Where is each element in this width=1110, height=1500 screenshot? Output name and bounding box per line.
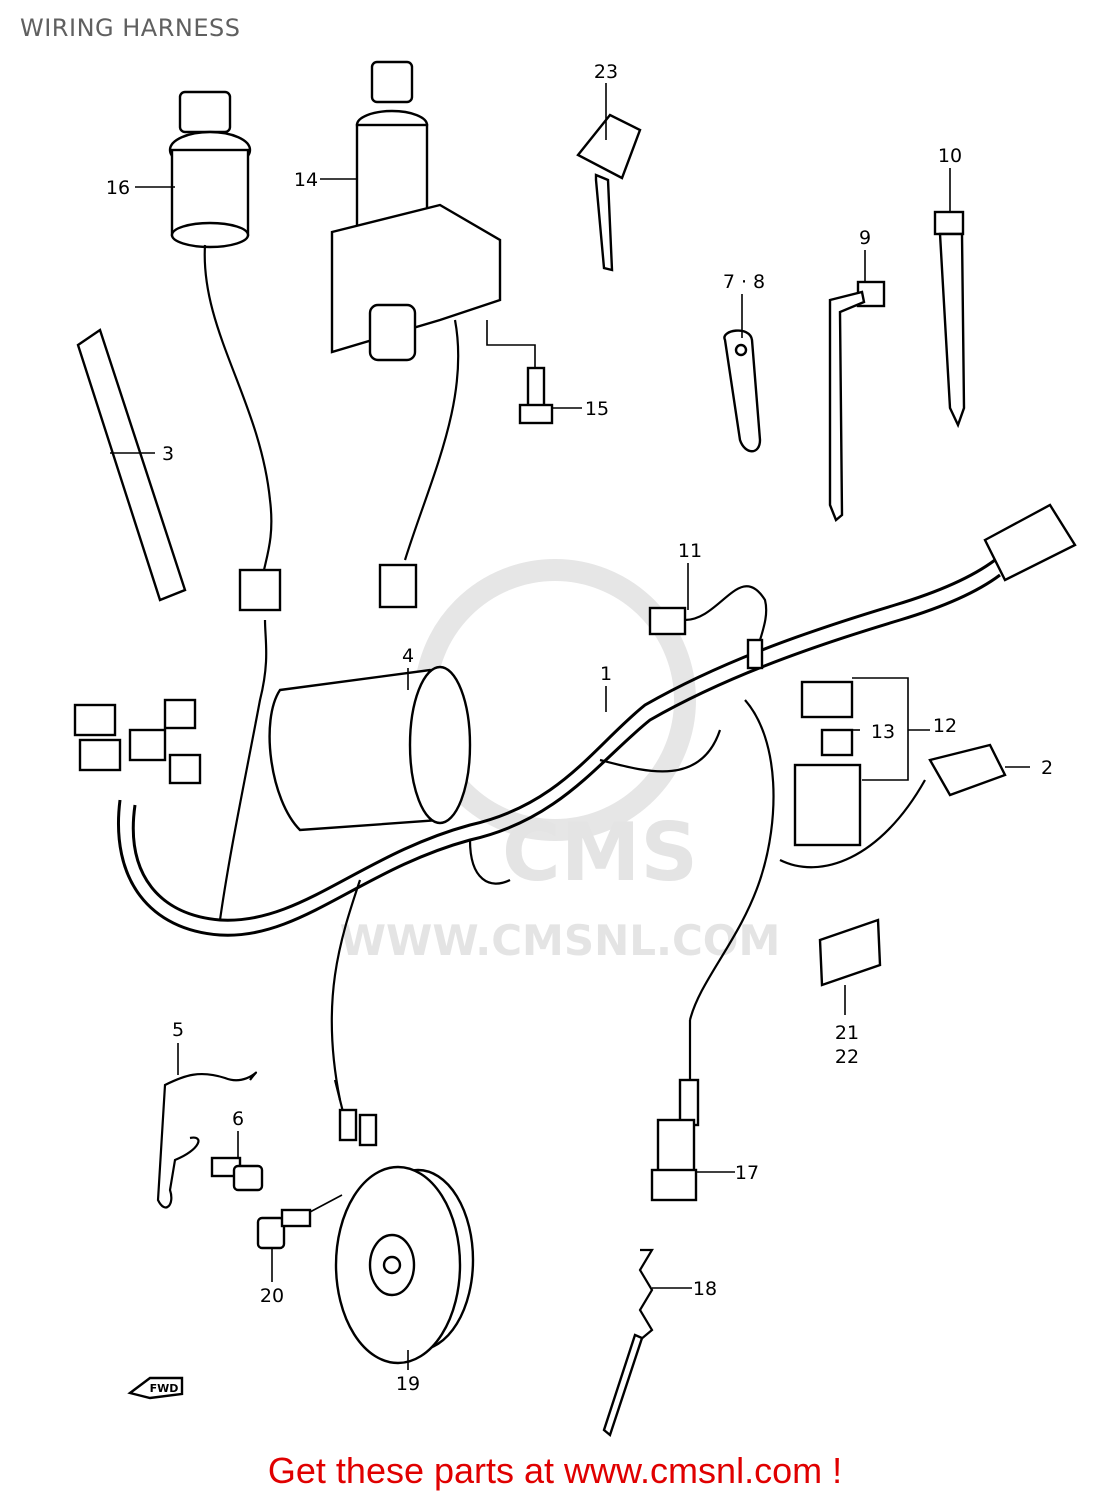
callout-22: 22: [835, 1046, 859, 1068]
callout-21: 21: [835, 1022, 859, 1044]
callout-23: 23: [594, 61, 618, 83]
callout-2: 2: [1041, 757, 1053, 779]
band-clamp: [723, 329, 762, 453]
relay-fuse-block: [793, 680, 862, 847]
steering-lock: [168, 90, 282, 612]
callout-5: 5: [172, 1019, 184, 1041]
callout-18: 18: [693, 1278, 717, 1300]
bolt-15: [518, 366, 554, 425]
callout-6: 6: [232, 1108, 244, 1130]
key: [576, 113, 642, 272]
leader-lines: [110, 83, 1030, 1370]
callout-19: 19: [396, 1373, 420, 1395]
label-plate: [818, 918, 882, 987]
callout-14: 14: [294, 169, 318, 191]
ignition-switch: [330, 60, 502, 609]
callout-17: 17: [735, 1162, 759, 1184]
cylinder-component: [268, 665, 472, 832]
callout-12: 12: [933, 715, 957, 737]
spring-rod-18: [602, 1248, 654, 1438]
right-end-connector: [983, 503, 1077, 582]
page-title: WIRING HARNESS: [20, 14, 241, 42]
get-parts-link[interactable]: Get these parts at www.cmsnl.com !: [267, 1450, 843, 1491]
callout-4: 4: [402, 645, 414, 667]
callout-1: 1: [600, 663, 612, 685]
callout-10: 10: [938, 145, 962, 167]
main-harness: [117, 558, 1001, 1101]
callout-3: 3: [162, 443, 174, 465]
callout-7-8: 7 · 8: [723, 271, 765, 293]
callout-20: 20: [260, 1285, 284, 1307]
clamp: [828, 280, 886, 522]
wiring-harness-diagram: CMS WWW.CMSNL.COM: [73, 60, 1077, 1438]
forward-label: FWD: [150, 1382, 179, 1395]
forward-arrow: FWD: [127, 1376, 184, 1400]
bolt-6: [210, 1156, 264, 1192]
callout-9: 9: [859, 227, 871, 249]
flasher-unit: [779, 743, 1007, 869]
bolt-20: [256, 1208, 312, 1250]
watermark-brand: CMS: [502, 806, 698, 899]
switch-17: [650, 1020, 700, 1202]
watermark-url: WWW.CMSNL.COM: [340, 916, 781, 965]
wire-guide: [156, 1071, 258, 1209]
callout-11: 11: [678, 540, 702, 562]
callout-16: 16: [106, 177, 130, 199]
left-connector-cluster: [73, 698, 202, 785]
harness-cover: [76, 328, 187, 602]
callout-15: 15: [585, 398, 609, 420]
horn: [333, 1079, 475, 1365]
cable-tie: [933, 210, 966, 429]
callout-13: 13: [871, 721, 895, 743]
lead-connector: [648, 585, 768, 670]
